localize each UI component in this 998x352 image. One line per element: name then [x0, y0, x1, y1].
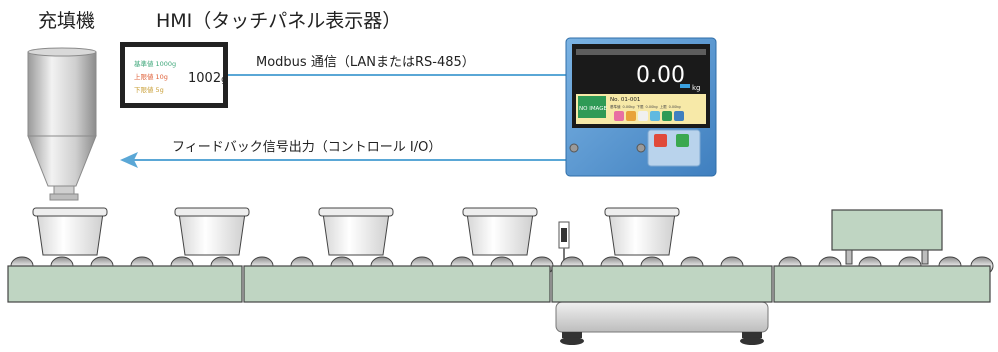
cup — [174, 207, 250, 256]
reject-station — [831, 209, 943, 265]
feedback-arrowhead — [120, 152, 138, 168]
no-image-box — [578, 96, 606, 118]
hmi-reading: 1002g — [188, 71, 227, 86]
indicator-unit: kg — [692, 84, 701, 92]
feedback-label: フィードバック信号出力（コントロール I/O） — [172, 140, 441, 155]
indicator-reading: 0.00 — [636, 63, 685, 88]
modbus-label: Modbus 通信（LANまたはRS-485） — [256, 55, 475, 70]
filler-hopper — [27, 47, 97, 201]
hmi-label: HMI（タッチパネル表示器） — [156, 10, 401, 32]
no-image-text: NO IMAGE — [579, 106, 607, 112]
cup — [32, 207, 108, 256]
sensor — [558, 221, 570, 262]
weighing-scale — [555, 301, 769, 345]
conveyor-section — [773, 265, 991, 303]
cups — [32, 207, 680, 256]
conveyor-section — [7, 265, 243, 303]
conveyor-section — [243, 265, 551, 303]
conveyor-section — [551, 265, 773, 303]
conveyor — [7, 265, 991, 303]
cup — [604, 207, 680, 256]
cup — [318, 207, 394, 256]
filler-label: 充填機 — [38, 10, 95, 32]
cup — [462, 207, 538, 256]
program-number: No. 01-001 — [610, 97, 640, 103]
